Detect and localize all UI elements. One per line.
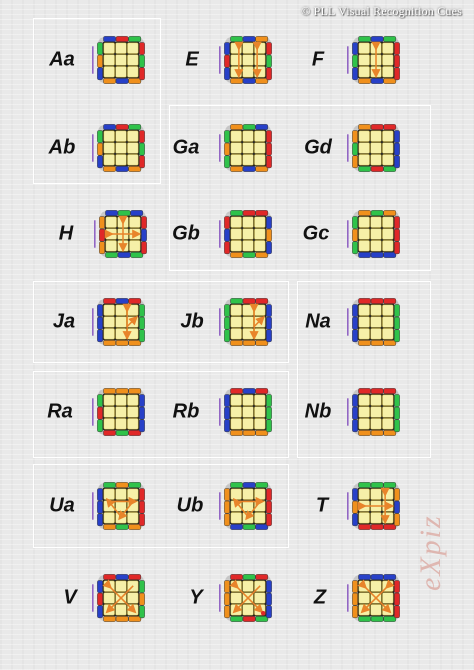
case-label-t: T	[315, 494, 329, 517]
case-cube-ua	[89, 474, 153, 538]
case-label-v: V	[63, 586, 77, 609]
case-cube-f	[344, 28, 408, 92]
frame-n-perms	[297, 281, 431, 458]
case-cube-aa	[89, 28, 153, 92]
case-label-na: Na	[305, 310, 331, 333]
case-cube-t	[344, 474, 408, 538]
case-label-z: Z	[313, 586, 327, 609]
case-cube-gb	[216, 202, 280, 266]
case-label-ua: Ua	[49, 494, 75, 517]
case-label-gd: Gd	[304, 136, 332, 159]
case-label-rb: Rb	[172, 400, 200, 423]
case-cube-jb	[216, 290, 280, 354]
copyright-notice: © PLL Visual Recognition Cues	[301, 4, 462, 18]
case-label-nb: Nb	[304, 400, 332, 423]
case-cube-rb	[216, 380, 280, 444]
case-label-jb: Jb	[180, 310, 204, 333]
case-label-f: F	[311, 48, 325, 71]
frame-g-perms	[169, 105, 431, 271]
frame-j-perms	[33, 281, 289, 363]
case-cube-e	[216, 28, 280, 92]
watermark-logo: eXpiz	[414, 514, 447, 592]
case-label-ub: Ub	[176, 494, 204, 517]
frame-u-perms	[33, 464, 289, 548]
case-label-gc: Gc	[302, 222, 330, 245]
case-label-ra: Ra	[47, 400, 73, 423]
case-cube-ab	[89, 116, 153, 180]
case-cube-z	[344, 566, 408, 630]
case-cube-v	[89, 566, 153, 630]
case-label-aa: Aa	[49, 48, 75, 71]
case-label-ab: Ab	[48, 136, 76, 159]
case-cube-ra	[89, 380, 153, 444]
case-cube-ga	[216, 116, 280, 180]
frame-r-perms	[33, 371, 289, 458]
case-label-gb: Gb	[172, 222, 200, 245]
case-cube-gc	[344, 202, 408, 266]
case-cube-gd	[344, 116, 408, 180]
case-label-y: Y	[189, 586, 203, 609]
frame-a-perms	[33, 18, 161, 184]
case-cube-ja	[89, 290, 153, 354]
case-label-h: H	[58, 222, 74, 245]
case-label-ga: Ga	[172, 136, 200, 159]
case-cube-h	[91, 202, 155, 266]
case-label-ja: Ja	[52, 310, 76, 333]
case-cube-na	[344, 290, 408, 354]
case-cube-ub	[216, 474, 280, 538]
case-cube-nb	[344, 380, 408, 444]
case-label-e: E	[185, 48, 199, 71]
case-cube-y	[216, 566, 280, 630]
